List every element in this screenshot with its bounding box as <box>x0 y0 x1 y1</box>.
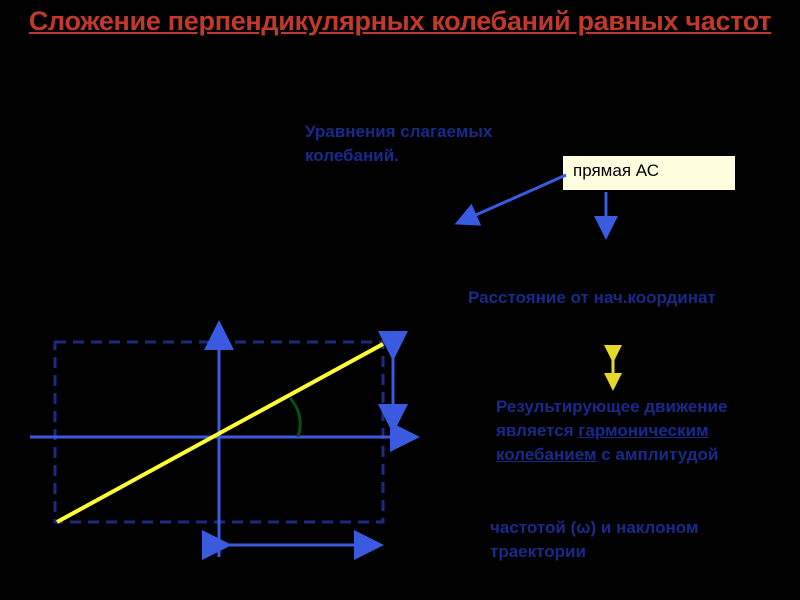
result-link: гармоническим колебанием <box>496 421 709 464</box>
callout-arrow <box>454 173 567 226</box>
trajectory-line <box>56 342 384 524</box>
line-ac-label: прямая АС <box>573 161 659 180</box>
equations-label: Уравнения слагаемых колебаний. <box>305 122 493 165</box>
line-ac-callout: прямая АС <box>563 156 735 190</box>
result-text: Результирующее движение является гармони… <box>496 395 796 467</box>
distance-label: Расстояние от нач.координат <box>468 288 716 307</box>
result-pre: Результирующее движение является <box>496 397 728 440</box>
slide-title: Сложение перпендикулярных колебаний равн… <box>28 6 772 36</box>
angle-arc <box>288 397 302 438</box>
frequency-text: частотой (ω) и наклоном траектории <box>490 518 699 561</box>
result-post: с амплитудой <box>596 445 719 464</box>
